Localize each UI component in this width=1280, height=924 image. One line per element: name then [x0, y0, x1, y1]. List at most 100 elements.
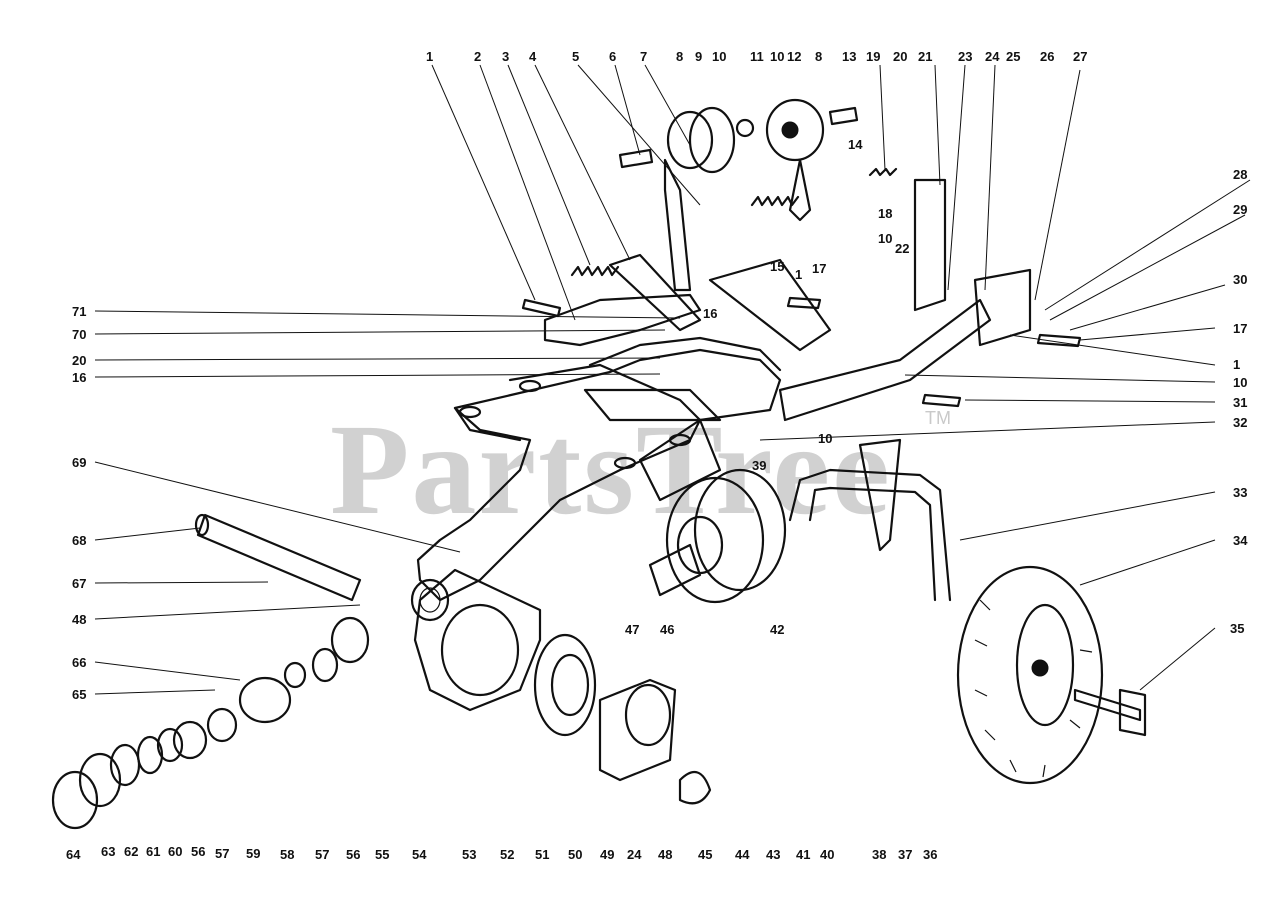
callout-20: 20	[893, 49, 908, 64]
callout-62: 62	[124, 844, 139, 859]
callout-12: 12	[787, 49, 802, 64]
watermark: PartsTree	[330, 398, 892, 542]
callout-26: 26	[1040, 49, 1055, 64]
callout-57b: 57	[315, 847, 330, 862]
callout-38: 38	[872, 847, 887, 862]
callout-28: 28	[1233, 167, 1248, 182]
callout-11: 11	[750, 49, 764, 64]
callout-8: 8	[676, 49, 684, 64]
callout-20b: 20	[72, 353, 87, 368]
callout-55: 55	[375, 847, 390, 862]
callout-8b: 8	[815, 49, 823, 64]
callout-49: 49	[600, 847, 615, 862]
callout-45: 45	[698, 847, 713, 862]
callout-14: 14	[848, 137, 863, 152]
callout-39: 39	[752, 458, 767, 473]
callout-65: 65	[72, 687, 87, 702]
callout-32: 32	[1233, 415, 1248, 430]
callout-7: 7	[640, 49, 648, 64]
wheel	[956, 565, 1147, 785]
callout-1c: 1	[795, 267, 803, 282]
handle-bar	[788, 468, 952, 602]
callout-31: 31	[1233, 395, 1248, 410]
callout-41: 41	[796, 847, 811, 862]
callout-54: 54	[412, 847, 427, 862]
callout-43: 43	[766, 847, 781, 862]
callout-58: 58	[280, 847, 295, 862]
gear-case	[410, 568, 542, 712]
housing-frame	[416, 336, 782, 602]
callout-56: 56	[191, 844, 206, 859]
callout-25: 25	[1006, 49, 1021, 64]
callout-69: 69	[72, 455, 87, 470]
callout-42: 42	[770, 622, 785, 637]
control-levers	[543, 178, 1032, 552]
callout-18: 18	[878, 206, 893, 221]
callout-10e: 10	[818, 431, 833, 446]
callout-5: 5	[572, 49, 580, 64]
callout-61: 61	[146, 844, 161, 859]
callout-57: 57	[215, 846, 230, 861]
callout-6: 6	[609, 49, 617, 64]
callout-36: 36	[923, 847, 938, 862]
callout-33: 33	[1233, 485, 1248, 500]
callout-63: 63	[101, 844, 116, 859]
callout-16: 16	[72, 370, 87, 385]
callout-29: 29	[1233, 202, 1248, 217]
watermark-trademark: TM	[925, 408, 951, 428]
callout-23: 23	[958, 49, 973, 64]
callout-10d: 10	[878, 231, 893, 246]
callout-1: 1	[426, 49, 434, 64]
callout-51: 51	[535, 847, 550, 862]
callout-40: 40	[820, 847, 835, 862]
callout-71: 71	[72, 304, 87, 319]
callout-64: 64	[66, 847, 81, 862]
callout-67: 67	[72, 576, 87, 591]
callout-66: 66	[72, 655, 87, 670]
callout-48: 48	[72, 612, 87, 627]
callout-21: 21	[918, 49, 933, 64]
callout-1b: 1	[1233, 357, 1241, 372]
callout-10: 10	[712, 49, 727, 64]
callout-27: 27	[1073, 49, 1088, 64]
callout-70: 70	[72, 327, 87, 342]
callout-13: 13	[842, 49, 857, 64]
callout-17: 17	[1233, 321, 1248, 336]
bolts	[521, 106, 1082, 408]
callout-30: 30	[1233, 272, 1248, 287]
callout-35: 35	[1230, 621, 1245, 636]
callout-34: 34	[1233, 533, 1248, 548]
springs	[570, 167, 898, 277]
callout-50: 50	[568, 847, 583, 862]
leader-lines	[94, 64, 1251, 695]
callout-17b: 17	[812, 261, 827, 276]
callout-37: 37	[898, 847, 913, 862]
callout-46: 46	[660, 622, 675, 637]
callout-53: 53	[462, 847, 477, 862]
callout-24: 24	[985, 49, 1000, 64]
callout-52: 52	[500, 847, 515, 862]
callout-15: 15	[770, 259, 785, 274]
callout-59: 59	[246, 846, 261, 861]
callout-68: 68	[72, 533, 87, 548]
callout-47: 47	[625, 622, 640, 637]
callout-9: 9	[695, 49, 703, 64]
callout-24b: 24	[627, 847, 642, 862]
callout-44: 44	[735, 847, 750, 862]
axle-rod	[194, 513, 362, 602]
pulley-assembly	[663, 98, 825, 292]
gear-and-bearings	[51, 616, 712, 830]
drive-pulley	[648, 468, 787, 604]
callout-10b: 10	[770, 49, 785, 64]
callout-16b: 16	[703, 306, 718, 321]
callout-22: 22	[895, 241, 910, 256]
callout-10c: 10	[1233, 375, 1248, 390]
callout-3: 3	[502, 49, 510, 64]
callout-60: 60	[168, 844, 183, 859]
callout-48b: 48	[658, 847, 673, 862]
callout-19: 19	[866, 49, 881, 64]
callout-4: 4	[529, 49, 537, 64]
callout-56b: 56	[346, 847, 361, 862]
